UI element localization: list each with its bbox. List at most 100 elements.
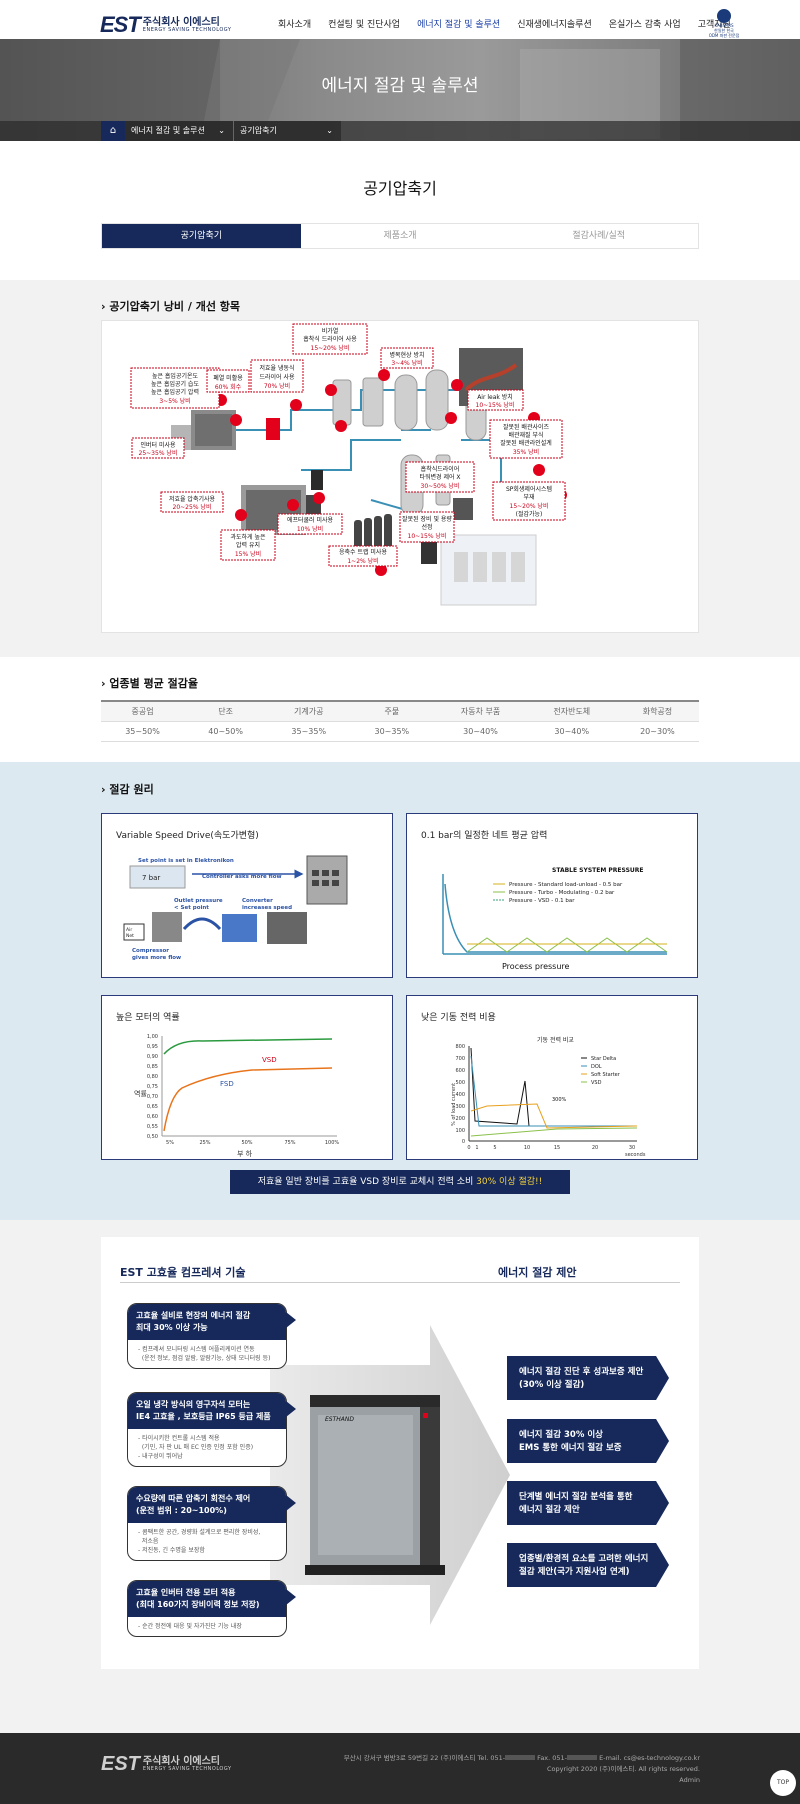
card-power-factor: 높은 모터의 역률 1,00 0,95 0,90 0,85 0,80 0,75 … — [101, 995, 393, 1160]
nav-item-company[interactable]: 회사소개 — [278, 20, 312, 30]
legend-label: DOL — [591, 1064, 602, 1070]
callout-text: 15% 낭비 — [235, 550, 261, 558]
callout-text: 25~35% 낭비 — [139, 449, 178, 457]
nav-item-consulting[interactable]: 컨설팅 및 진단사업 — [328, 20, 401, 30]
callout-text: 잘못된 배관라인설계 — [500, 439, 552, 447]
feature-subtitle: 최대 30% 이상 가능 — [136, 1323, 208, 1332]
nav-item-support[interactable]: 고객지원 — [697, 20, 731, 30]
hero-title: 에너지 절감 및 솔루션 — [321, 76, 479, 96]
vsd-label: Compressor — [132, 948, 169, 954]
tick-label: 5 — [493, 1145, 496, 1151]
tick-label: 30 — [629, 1145, 635, 1151]
scroll-top-button[interactable]: TOP — [770, 1770, 796, 1796]
chart-title: 기동 전력 비교 — [537, 1036, 574, 1044]
nav-item-ghg[interactable]: 온실가스 감축 사업 — [608, 20, 681, 30]
card-title: 낮은 기동 전력 비용 — [421, 1013, 496, 1023]
feature-header: 수요량에 따른 압축기 회전수 제어 (운전 범위 : 20~100%) — [128, 1487, 296, 1523]
callout-text: 폐열 미활용 — [213, 374, 243, 382]
site-logo[interactable]: EST 주식회사 이에스티 ENERGY SAVING TECHNOLOGY — [100, 12, 231, 38]
series-label: VSD — [262, 1056, 277, 1064]
nav-item-energy-solution[interactable]: 에너지 절감 및 솔루션 — [417, 20, 501, 30]
callout-text: 흡착식드라이어 — [421, 465, 460, 473]
proposal-line: 업종별/환경적 요소를 고려한 에너지 — [519, 1554, 649, 1564]
footer-copyright: Copyright 2020 (주)이에스티. All rights reser… — [546, 1765, 700, 1773]
card-title: Variable Speed Drive(속도가변형) — [116, 831, 259, 841]
callout-text: 15~20% 낭비 — [510, 502, 549, 510]
table-cell: 30~40% — [433, 720, 528, 742]
footer-fax: Fax. 051- — [535, 1754, 568, 1762]
feature-title: 오일 냉각 방식의 영구자석 모터는 — [136, 1400, 251, 1409]
home-icon[interactable]: ⌂ — [101, 121, 125, 141]
callout-text: 10% 낭비 — [297, 525, 323, 533]
tick-label: 1,00 — [147, 1034, 158, 1040]
chevron-down-icon: ⌄ — [326, 126, 333, 135]
list-item-text: 저소음 — [141, 1538, 159, 1545]
tick-label: 5% — [166, 1140, 174, 1146]
tick-label: 0,75 — [147, 1084, 158, 1090]
callout-text: 에프터쿨러 미사용 — [287, 516, 334, 524]
footer-logo-korean: 주식회사 이에스티 — [142, 1756, 220, 1767]
list-item: - 저진동, 긴 수명을 보장함 — [138, 1547, 205, 1554]
table-cell: 30~40% — [527, 720, 616, 742]
axis-label: 역률 — [134, 1089, 147, 1098]
page-title: 공기압축기 — [363, 179, 437, 198]
table-header: 기계가공 — [267, 700, 351, 722]
callout-text: 병목현상 방치 — [389, 351, 424, 359]
breadcrumb-dropdown-category[interactable]: 에너지 절감 및 솔루션 ⌄ — [125, 121, 233, 141]
chevron-down-icon: ⌄ — [218, 126, 225, 135]
callout-text: 배관재질 부식 — [508, 431, 543, 439]
site-footer: EST 주식회사 이에스티 ENERGY SAVING TECHNOLOGY 부… — [0, 1733, 800, 1804]
feature-list: - 콤팩트한 공간, 경량화 설계으로 편리한 장비성, 저소음 - 저진동, … — [128, 1523, 286, 1560]
partner-badge[interactable]: KABNARS 한일한 한국 ODM 파판 전문점 — [706, 9, 742, 38]
callout-text: Air leak 방치 — [477, 393, 513, 401]
technology-heading: EST 고효율 컴프레셔 기술 — [120, 1266, 246, 1279]
callout-text: 흡착식 드라이어 사용 — [303, 335, 357, 343]
vsd-label: Converter — [242, 898, 273, 904]
tick-label: 20 — [592, 1145, 598, 1151]
series-label: FSD — [220, 1080, 234, 1088]
callout-text: 3~5% 낭비 — [159, 397, 190, 405]
proposal-line: 절감 제안(국가 지원사업 연계) — [519, 1567, 630, 1577]
callout-text: (절감가능) — [516, 510, 543, 518]
proposal-line: (30% 이상 절감) — [519, 1380, 585, 1390]
list-item-text: 컴프레셔 모니터링 시스템 어플리케이션 연동 — [142, 1346, 255, 1353]
feature-card: 고효율 인버터 전용 모터 적용 (최대 160가지 장비이력 정보 저장) -… — [127, 1580, 296, 1637]
callout-text: 10~15% 낭비 — [476, 401, 515, 409]
admin-link[interactable]: Admin — [679, 1776, 700, 1784]
vsd-diagram: Set point is set in Elektronikon Control… — [123, 855, 348, 961]
vsd-label: Air — [126, 927, 132, 933]
banner-exclaim: !! — [535, 1177, 543, 1187]
proposal-item: 업종별/환경적 요소를 고려한 에너지 절감 제안(국가 지원사업 연계) — [507, 1543, 669, 1587]
callout-text: 과도하게 높은 — [230, 533, 266, 541]
callout-text: 인버터 미사용 — [140, 441, 176, 449]
heading-divider — [120, 1282, 680, 1283]
feature-card: 수요량에 따른 압축기 회전수 제어 (운전 범위 : 20~100%) - 콤… — [127, 1486, 296, 1561]
breadcrumb: ⌂ 에너지 절감 및 솔루션 ⌄ 공기압축기 ⌄ — [101, 121, 341, 141]
proposal-item: 단계별 에너지 절감 분석을 통한 에너지 절감 제안 — [507, 1481, 669, 1525]
tab-products[interactable]: 제품소개 — [383, 231, 417, 241]
axis-unit: seconds — [625, 1152, 646, 1158]
table-cell: 35~35% — [267, 720, 351, 742]
tick-label: 700 — [455, 1056, 465, 1062]
partner-name: KABNARS — [714, 23, 734, 28]
callout-text: SP회생제어시스템 — [506, 485, 552, 493]
footer-logo-mark: EST — [101, 1753, 140, 1775]
tab-air-compressor[interactable]: 공기압축기 — [102, 224, 301, 248]
tick-label: 0,65 — [147, 1104, 158, 1110]
footer-contact: 부산시 강서구 범방3로 59번길 22 (주)이에스티 Tel. 051- F… — [344, 1753, 700, 1764]
feature-list: - 순간 정전에 대응 및 자가진단 기능 내장 — [128, 1617, 286, 1636]
vsd-label: Controller asks more flow — [202, 874, 282, 880]
callout-text: 타워변경 제어 X — [419, 473, 460, 481]
nav-item-renewable[interactable]: 신재생에너지솔루션 — [517, 20, 592, 30]
callout-text: 비가열 — [322, 327, 339, 335]
list-item-text: 순간 정전에 대응 및 자가진단 기능 내장 — [142, 1623, 242, 1630]
list-item: - 타이시키한 컨트롤 시스템 적용 — [138, 1435, 220, 1442]
footer-logo[interactable]: EST 주식회사 이에스티 ENERGY SAVING TECHNOLOGY — [101, 1753, 232, 1776]
breadcrumb-dropdown-page[interactable]: 공기압축기 ⌄ — [233, 121, 341, 141]
callout-text: 15~20% 낭비 — [311, 344, 350, 352]
callout-text: 드라이어 사용 — [259, 373, 295, 381]
table-cell: 20~30% — [615, 720, 699, 742]
logo-mark: EST — [100, 12, 141, 37]
footer-logo-english: ENERGY SAVING TECHNOLOGY — [142, 1766, 232, 1772]
tab-cases[interactable]: 절감사례/실적 — [572, 231, 626, 241]
